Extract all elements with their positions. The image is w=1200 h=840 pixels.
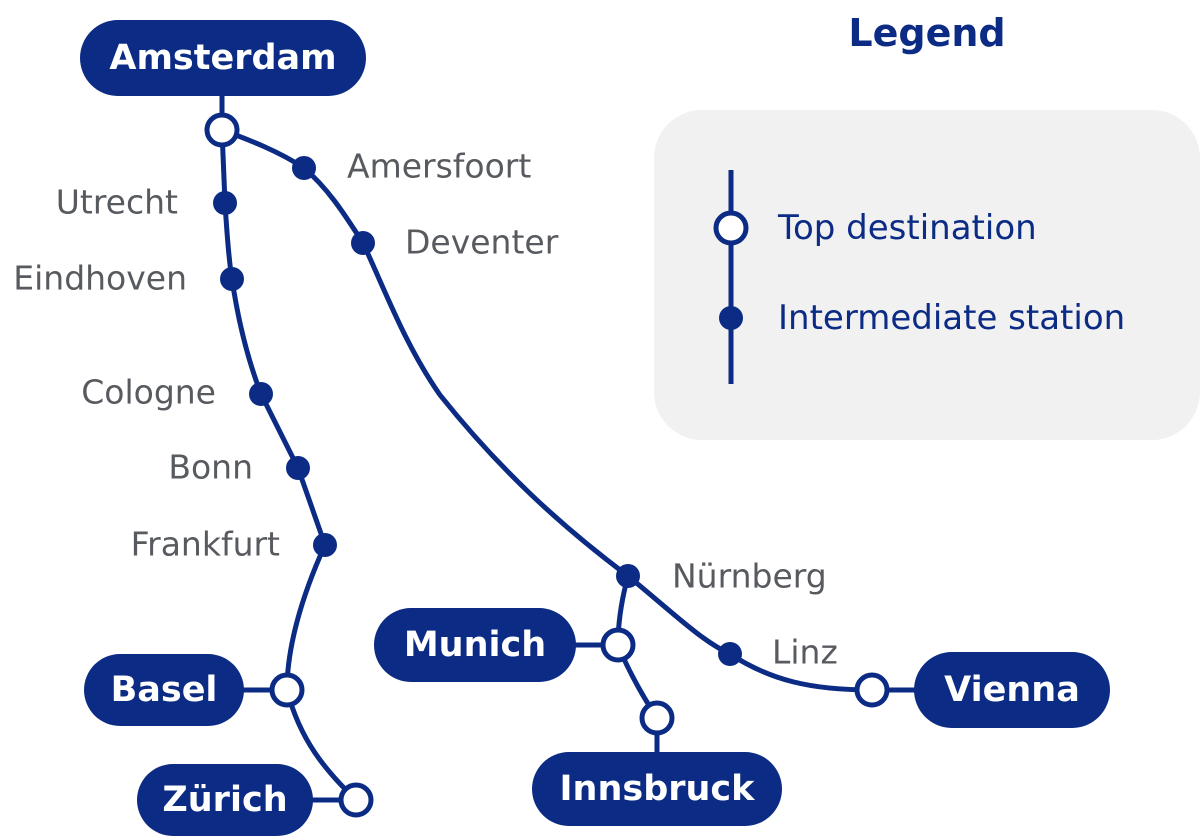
legend-top-destination-icon [713, 210, 749, 246]
frankfurt-label: Frankfurt [131, 525, 280, 564]
amsterdam-station-ring [204, 112, 240, 148]
legend: Legend Top destination Intermediate stat… [654, 11, 1200, 440]
deventer-station-dot [351, 231, 375, 255]
nurnberg-station-dot [616, 564, 640, 588]
bonn-label: Bonn [168, 448, 253, 487]
munich-station-ring [600, 627, 636, 663]
destination-pills: Amsterdam Basel Zürich Munich Innsbruck … [80, 20, 1110, 836]
basel-station-ring [269, 672, 305, 708]
bonn-station-dot [286, 456, 310, 480]
station-labels: Utrecht Eindhoven Cologne Bonn Frankfurt… [13, 147, 838, 672]
legend-title: Legend [848, 11, 1005, 55]
legend-intermediate-station-icon [719, 306, 743, 330]
deventer-label: Deventer [405, 223, 559, 262]
vienna-station-ring [854, 672, 890, 708]
basel-label: Basel [111, 670, 218, 710]
basel-pill: Basel [84, 654, 244, 726]
innsbruck-station-ring [639, 700, 675, 736]
linz-label: Linz [772, 633, 838, 672]
intermediate-stations [213, 156, 742, 666]
amersfoort-station-dot [292, 156, 316, 180]
munich-label: Munich [404, 625, 546, 665]
eindhoven-station-dot [220, 267, 244, 291]
utrecht-station-dot [213, 191, 237, 215]
zurich-pill: Zürich [137, 764, 313, 836]
amersfoort-label: Amersfoort [347, 147, 531, 186]
cologne-station-dot [249, 382, 273, 406]
amsterdam-label: Amsterdam [109, 38, 336, 78]
innsbruck-label: Innsbruck [560, 769, 756, 809]
eindhoven-label: Eindhoven [13, 259, 187, 298]
top-destination-stations [204, 112, 890, 818]
legend-top-destination-label: Top destination [777, 208, 1037, 248]
cologne-label: Cologne [81, 373, 216, 412]
zurich-label: Zürich [162, 780, 287, 820]
linz-station-dot [718, 642, 742, 666]
utrecht-label: Utrecht [56, 183, 178, 222]
zurich-station-ring [338, 782, 374, 818]
vienna-label: Vienna [944, 670, 1080, 710]
legend-intermediate-station-label: Intermediate station [778, 298, 1125, 338]
amsterdam-pill: Amsterdam [80, 20, 366, 96]
munich-pill: Munich [374, 608, 576, 682]
frankfurt-station-dot [313, 533, 337, 557]
nurnberg-label: Nürnberg [672, 557, 827, 596]
innsbruck-pill: Innsbruck [532, 752, 782, 826]
legend-box [654, 110, 1200, 440]
vienna-pill: Vienna [914, 652, 1110, 728]
